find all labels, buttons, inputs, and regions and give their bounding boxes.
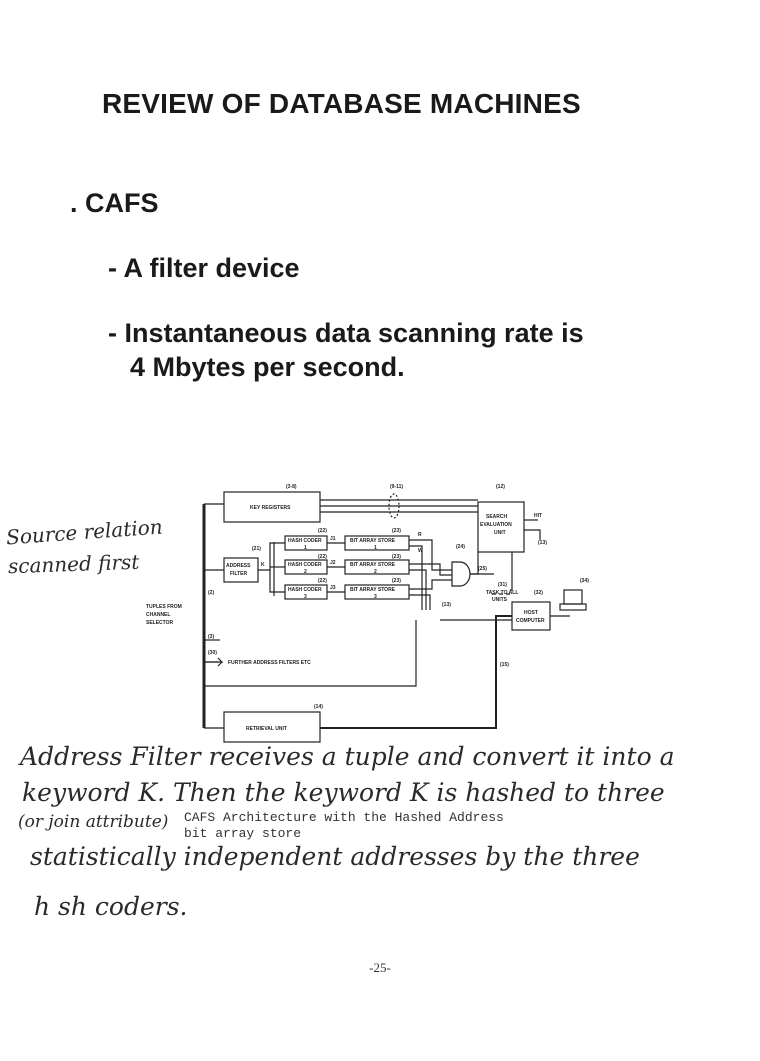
diagram-search-1: SEARCH bbox=[486, 514, 508, 520]
diagram-task-1: TASK TO ALL bbox=[486, 590, 518, 596]
diagram-search-2: EVALUATION bbox=[480, 522, 512, 528]
diagram-ref-22a: (22) bbox=[318, 528, 327, 534]
diagram-hit: HIT bbox=[534, 513, 542, 519]
diagram-bit-num-1: 1 bbox=[374, 545, 377, 551]
handwritten-line-3: (or join attribute) bbox=[18, 812, 169, 832]
diagram-j2: J2 bbox=[330, 560, 336, 566]
cafs-architecture-diagram: KEY REGISTERS ADDRESS FILTER HASH CODER … bbox=[146, 484, 589, 743]
diagram-ref-23c: (23) bbox=[392, 578, 401, 584]
diagram-ref-23b: (23) bbox=[392, 554, 401, 560]
section-heading: . CAFS bbox=[70, 188, 159, 218]
bullet-scanning-rate-cont: 4 Mbytes per second. bbox=[130, 352, 405, 382]
diagram-ref-2: (2) bbox=[208, 590, 214, 596]
diagram-ref-24: (24) bbox=[456, 544, 465, 550]
diagram-host-1: HOST bbox=[524, 610, 538, 616]
diagram-tuples-1: TUPLES FROM bbox=[146, 604, 182, 610]
diagram-ref-23a: (23) bbox=[392, 528, 401, 534]
handwritten-note-scanned: scanned first bbox=[7, 549, 140, 579]
diagram-ref-21: (21) bbox=[252, 546, 261, 552]
handwritten-line-4: statistically independent addresses by t… bbox=[30, 842, 640, 871]
search-evaluation-box bbox=[477, 501, 525, 553]
bullet-filter-device: - A filter device bbox=[108, 253, 300, 283]
diagram-hash-num-2: 2 bbox=[304, 569, 307, 575]
diagram-bit-num-2: 2 bbox=[374, 569, 377, 575]
diagram-bit-array-2: BIT ARRAY STORE bbox=[350, 562, 396, 568]
diagram-ref-32: (32) bbox=[534, 590, 543, 596]
diagram-host-2: COMPUTER bbox=[516, 618, 545, 624]
address-filter-box bbox=[223, 557, 259, 583]
diagram-ref-30: (30) bbox=[208, 650, 217, 656]
diagram-task-2: UNITS bbox=[492, 597, 508, 603]
diagram-ref-12: (12) bbox=[496, 484, 505, 490]
diagram-ref-13a: (13) bbox=[538, 540, 547, 546]
diagram-hash-coder-2: HASH CODER bbox=[288, 562, 322, 568]
diagram-ref-14: (14) bbox=[314, 704, 323, 710]
diagram-address-label-1: ADDRESS bbox=[226, 563, 251, 569]
page-title: REVIEW OF DATABASE MACHINES bbox=[102, 88, 581, 119]
diagram-ref-25: (25) bbox=[478, 566, 487, 572]
handwritten-line-5: h sh coders. bbox=[34, 892, 188, 921]
diagram-hash-coder-3: HASH CODER bbox=[288, 587, 322, 593]
diagram-hash-coder-1: HASH CODER bbox=[288, 538, 322, 544]
diagram-w: W bbox=[418, 548, 423, 554]
page-number: -25- bbox=[369, 960, 391, 975]
diagram-k: K bbox=[261, 562, 265, 568]
diagram-bit-num-3: 3 bbox=[374, 594, 377, 600]
diagram-j1: J1 bbox=[330, 536, 336, 542]
diagram-search-3: UNIT bbox=[494, 530, 506, 536]
diagram-ref-15: (15) bbox=[500, 662, 509, 668]
diagram-retrieval: RETRIEVAL UNIT bbox=[246, 726, 287, 732]
figure-caption-cont: bit array store bbox=[184, 826, 302, 841]
diagram-further: FURTHER ADDRESS FILTERS ETC bbox=[228, 660, 311, 666]
diagram-hash-num-3: 3 bbox=[304, 594, 307, 600]
figure-caption: CAFS Architecture with the Hashed Addres… bbox=[184, 810, 504, 825]
diagram-tuples-2: CHANNEL bbox=[146, 612, 170, 618]
diagram-r: R bbox=[418, 532, 422, 538]
diagram-address-label-2: FILTER bbox=[230, 571, 248, 577]
handwritten-line-2: keyword K. Then the keyword K is hashed … bbox=[22, 778, 665, 807]
diagram-bit-array-1: BIT ARRAY STORE bbox=[350, 538, 396, 544]
diagram-key-registers: KEY REGISTERS bbox=[250, 505, 291, 511]
diagram-hash-num-1: 1 bbox=[304, 545, 307, 551]
diagram-j3: J3 bbox=[330, 585, 336, 591]
handwritten-line-1: Address Filter receives a tuple and conv… bbox=[20, 742, 675, 771]
diagram-bit-array-3: BIT ARRAY STORE bbox=[350, 587, 396, 593]
diagram-ref-3: (3) bbox=[208, 634, 214, 640]
diagram-ref-3-8: (3-8) bbox=[286, 484, 297, 490]
host-computer-box bbox=[511, 601, 551, 631]
key-registers-box bbox=[223, 491, 321, 523]
diagram-tuples-3: SELECTOR bbox=[146, 620, 174, 626]
diagram-ref-34: (34) bbox=[580, 578, 589, 584]
diagram-ref-13b: (13) bbox=[442, 602, 451, 608]
bullet-scanning-rate: - Instantaneous data scanning rate is bbox=[108, 318, 584, 348]
diagram-ref-9-11: (9-11) bbox=[390, 484, 403, 490]
diagram-ref-31: (31) bbox=[498, 582, 507, 588]
diagram-ref-22b: (22) bbox=[318, 554, 327, 560]
diagram-ref-22c: (22) bbox=[318, 578, 327, 584]
